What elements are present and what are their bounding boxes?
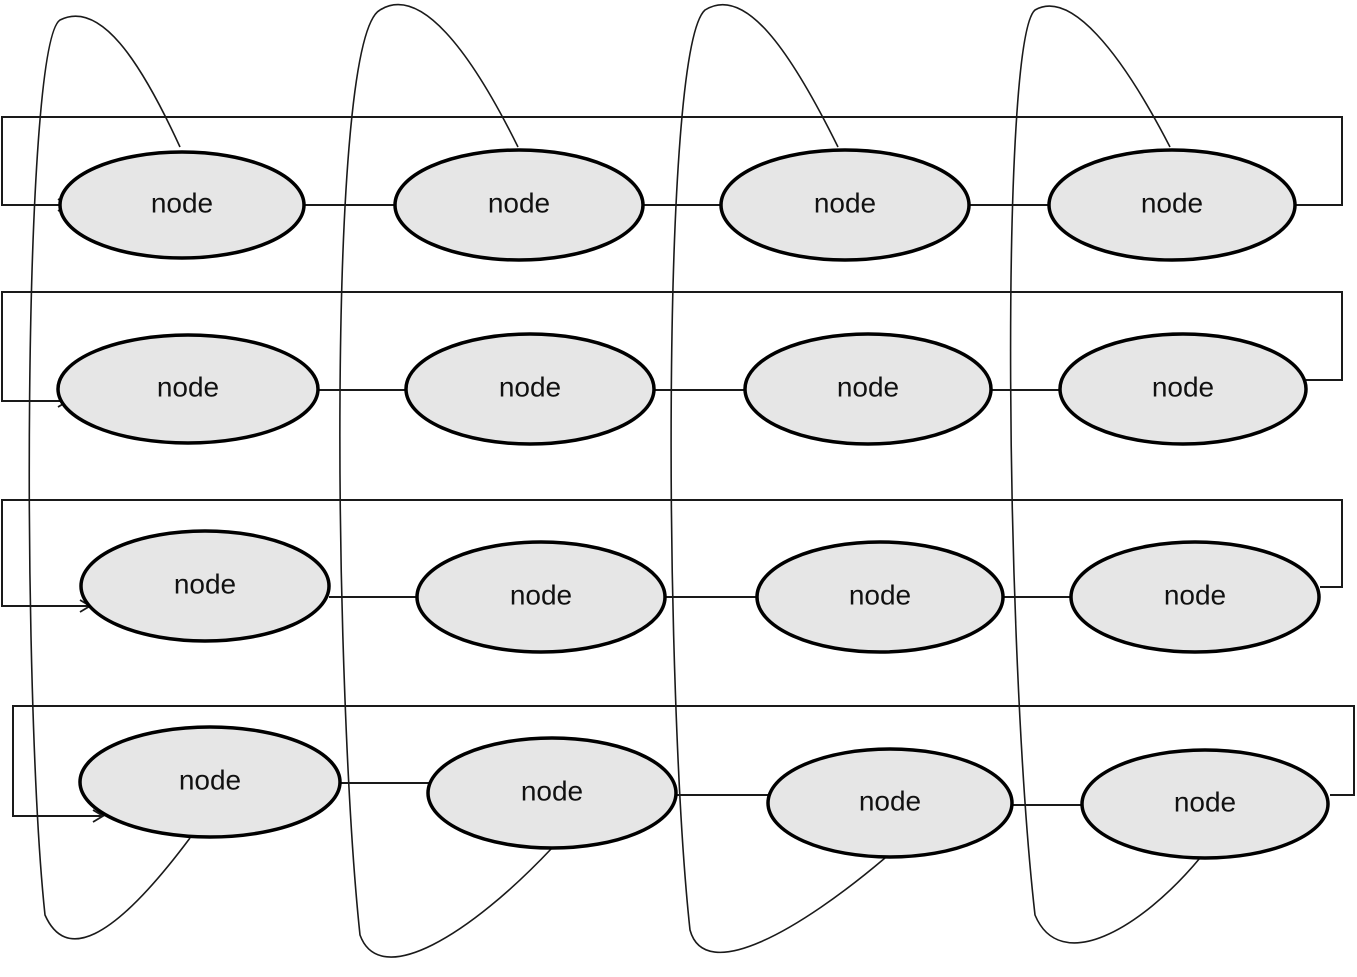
nodes: node node node node node node node nod [56, 148, 1330, 860]
node-label: node [837, 371, 899, 402]
node-r2-c3: node [743, 332, 993, 446]
column-wrap-loop-1 [28, 15, 191, 940]
column-wrap-loops [28, 3, 1201, 958]
node-label: node [859, 785, 921, 816]
node-label: node [179, 764, 241, 795]
node-r2-c1: node [56, 333, 320, 445]
node-label: node [488, 187, 550, 218]
node-label: node [1174, 786, 1236, 817]
node-label: node [1141, 187, 1203, 218]
node-r3-c3: node [755, 540, 1005, 654]
node-label: node [1152, 371, 1214, 402]
node-r3-c1: node [79, 529, 331, 643]
node-r4-c2: node [426, 736, 678, 850]
node-r3-c2: node [415, 540, 667, 654]
node-label: node [157, 371, 219, 402]
node-label: node [521, 775, 583, 806]
row-wrap-loop-1 [1, 116, 1343, 212]
node-r1-c3: node [719, 148, 971, 262]
node-label: node [174, 568, 236, 599]
node-r1-c4: node [1047, 148, 1297, 262]
row-edges [304, 204, 1083, 806]
node-r2-c4: node [1058, 332, 1308, 446]
node-r4-c4: node [1080, 748, 1330, 860]
node-r1-c2: node [393, 148, 645, 262]
node-label: node [849, 579, 911, 610]
node-label: node [151, 187, 213, 218]
node-r4-c3: node [766, 747, 1014, 859]
node-label: node [814, 187, 876, 218]
row-wrap-loop-3 [1, 499, 1343, 613]
column-wrap-loop-2 [339, 3, 553, 958]
node-label: node [1164, 579, 1226, 610]
row-wrap-loop-2 [1, 291, 1343, 408]
node-label: node [499, 371, 561, 402]
column-wrap-loop-3 [670, 3, 886, 954]
column-wrap-loop-4 [1009, 5, 1201, 944]
row-wrap-loops [1, 116, 1355, 823]
node-r2-c2: node [404, 332, 656, 446]
node-label: node [510, 579, 572, 610]
node-r4-c1: node [78, 725, 342, 839]
node-r1-c1: node [58, 150, 306, 260]
row-wrap-loop-4 [12, 705, 1355, 823]
node-r3-c4: node [1069, 540, 1321, 654]
